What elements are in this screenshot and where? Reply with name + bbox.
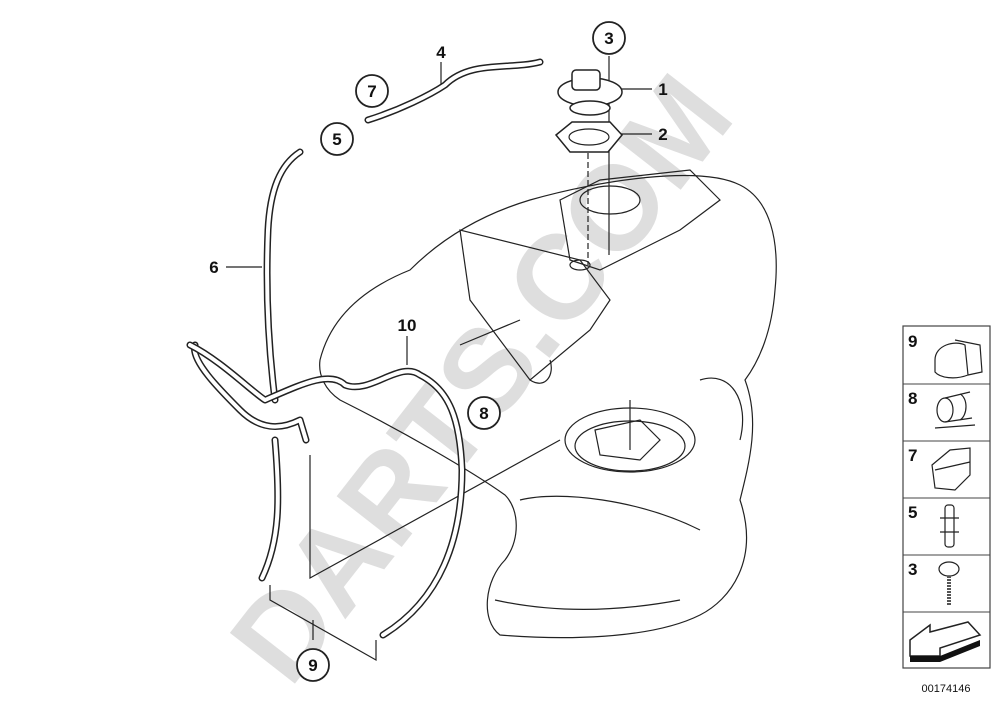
- callout-10[interactable]: 10: [398, 316, 417, 335]
- svg-text:9: 9: [308, 656, 317, 675]
- callout-5[interactable]: 5: [320, 122, 354, 156]
- fuel-tank: [319, 169, 777, 639]
- legend-item-8[interactable]: 8: [908, 389, 976, 429]
- callout-9[interactable]: 9: [296, 648, 330, 682]
- stud-fastener-icon: [940, 504, 959, 548]
- diagram-code: 00174146: [922, 683, 971, 695]
- svg-text:DARTS.COM: DARTS.COM: [205, 51, 758, 706]
- legend-item-9[interactable]: 9: [908, 332, 983, 379]
- callout-6[interactable]: 6: [209, 258, 218, 277]
- svg-text:5: 5: [332, 130, 341, 149]
- fuel-pump-part-1: [557, 69, 623, 116]
- hose-clamp-icon: [934, 391, 976, 429]
- legend-item-3[interactable]: 3: [908, 560, 960, 605]
- svg-text:7: 7: [908, 446, 917, 465]
- clip-holder-icon: [931, 447, 971, 491]
- legend-item-7[interactable]: 7: [908, 446, 971, 491]
- svg-text:7: 7: [367, 82, 376, 101]
- direction-arrow-icon[interactable]: [909, 621, 982, 662]
- svg-text:3: 3: [604, 29, 613, 48]
- svg-text:5: 5: [908, 503, 917, 522]
- svg-text:3: 3: [908, 560, 917, 579]
- hose-clip-icon: [934, 339, 983, 379]
- callout-3[interactable]: 3: [592, 21, 626, 55]
- callout-1[interactable]: 1: [658, 80, 667, 99]
- svg-text:9: 9: [908, 332, 917, 351]
- gasket-part-2: [554, 121, 623, 153]
- watermark: DARTS.COM: [205, 51, 758, 706]
- callout-2[interactable]: 2: [658, 125, 667, 144]
- callout-4[interactable]: 4: [436, 43, 446, 62]
- svg-text:8: 8: [908, 389, 917, 408]
- legend-item-5[interactable]: 5: [908, 503, 959, 548]
- screw-icon: [938, 561, 960, 605]
- callout-8[interactable]: 8: [467, 396, 501, 430]
- svg-text:8: 8: [479, 404, 488, 423]
- hoses: [186, 58, 544, 639]
- legend-panel: 9 8 7 5 3: [902, 325, 991, 669]
- callout-7[interactable]: 7: [355, 74, 389, 108]
